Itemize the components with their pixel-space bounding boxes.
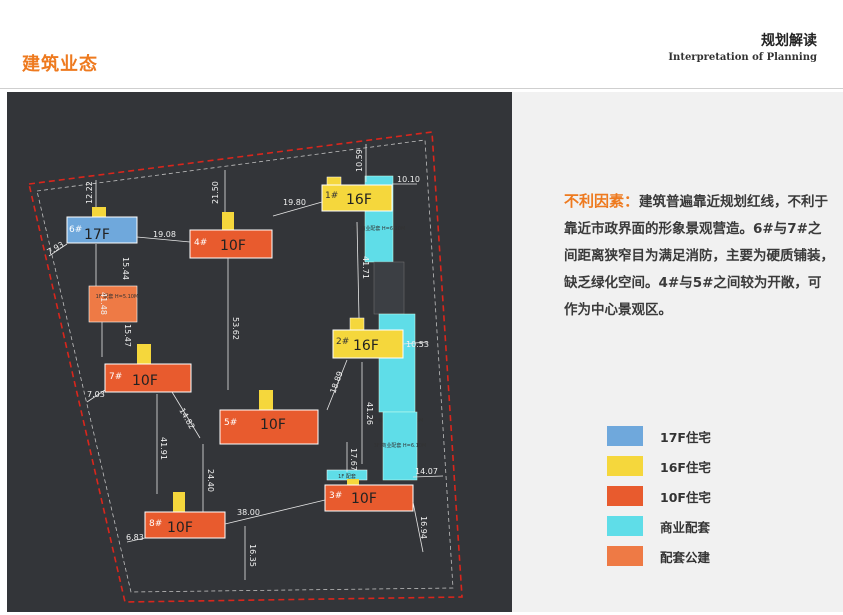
dim-label: 21.50 [211, 181, 220, 204]
legend-swatch-commercial [607, 516, 643, 536]
dim-label: 17.67 [349, 448, 358, 471]
building-8-floors: 10F [167, 520, 193, 536]
legend-swatch-16f [607, 456, 643, 476]
building-1: 1# 16F [321, 176, 393, 212]
legend-swatch-17f [607, 426, 643, 446]
dim-label: 19.80 [283, 198, 306, 207]
legend-label-17f: 17F住宅 [660, 429, 711, 445]
dim-label: 24.40 [206, 469, 215, 492]
building-4-id: 4# [194, 238, 207, 248]
covered-walkway [373, 261, 405, 315]
header-divider [0, 88, 843, 89]
dim-label: 53.62 [231, 317, 240, 340]
legend-label-public: 配套公建 [660, 549, 711, 565]
setback-line [36, 139, 454, 593]
commercial-low-label: 3F 商业配套 H=6.10M [374, 442, 427, 449]
legend-label-commercial: 商业配套 [660, 519, 711, 535]
site-plan-drawing: 3F 商业配套 H=6.10M 3F 商业配套 H=6.10M 3F 商业配套 … [28, 131, 463, 603]
dim-label: 10.59 [355, 149, 364, 172]
dim-label: 41.48 [99, 292, 108, 315]
page-header: 规划解读 Interpretation of Planning [668, 30, 817, 63]
legend-swatch-public [607, 546, 643, 566]
building-8: 8# 10F [144, 492, 226, 539]
dim-label: 41.91 [159, 437, 168, 460]
legend-item-16f: 16F住宅 [607, 456, 711, 476]
public-facility: 1F 配套 H=5.10M [88, 285, 139, 323]
building-4: 4# 10F [189, 212, 273, 259]
dim-label: 10.10 [397, 175, 420, 184]
dim-label: 18.89 [328, 370, 344, 395]
header-title-en: Interpretation of Planning [668, 52, 817, 63]
building-3: 1F 配套 3# 10F [324, 469, 414, 512]
legend-swatch-10f [607, 486, 643, 506]
building-2-floors: 16F [353, 338, 379, 354]
analysis-highlight: 不利因素： [564, 192, 640, 210]
building-6: 6# 17F [66, 207, 138, 244]
dim-label: 10.53 [406, 340, 429, 349]
dim-label: 14.07 [415, 467, 438, 476]
building-5: 5# 10F [219, 390, 319, 445]
dim-label: 12.22 [85, 181, 94, 204]
dim-label: 16.94 [419, 516, 428, 539]
dimension-lines [48, 144, 444, 580]
header-title-cn: 规划解读 [761, 33, 817, 49]
dim-label: 15.44 [121, 257, 130, 280]
small-facility-label: 1F 配套 [338, 473, 356, 480]
dim-label: 16.35 [248, 544, 257, 567]
building-6-floors: 17F [84, 227, 110, 243]
analysis-text: 不利因素：建筑普遍靠近规划红线，不利于靠近市政界面的形象景观营造。6#与7#之间… [564, 188, 834, 324]
legend: 17F住宅 16F住宅 10F住宅 商业配套 配套公建 [607, 426, 711, 576]
building-1-id: 1# [325, 191, 338, 201]
legend-item-10f: 10F住宅 [607, 486, 711, 506]
legend-item-commercial: 商业配套 [607, 516, 711, 536]
dim-label: 38.00 [237, 508, 260, 517]
building-5-floors: 10F [260, 417, 286, 433]
section-title: 建筑业态 [22, 54, 98, 75]
dim-label: 14.82 [177, 407, 196, 431]
legend-label-16f: 16F住宅 [660, 459, 711, 475]
planning-red-line [28, 131, 463, 603]
dim-label: 15.47 [123, 324, 132, 347]
building-1-floors: 16F [346, 192, 372, 208]
building-3-id: 3# [329, 491, 342, 501]
building-4-floors: 10F [220, 238, 246, 254]
building-7-id: 7# [109, 372, 122, 382]
public-facility-label: 1F 配套 H=5.10M [96, 293, 139, 300]
site-plan: 3F 商业配套 H=6.10M 3F 商业配套 H=6.10M 3F 商业配套 … [7, 92, 512, 612]
dimension-labels: 12.22 21.50 10.59 10.10 19.80 19.08 7.93… [46, 149, 438, 567]
dim-label: 6.83 [126, 533, 144, 542]
building-6-id: 6# [69, 225, 82, 235]
dim-label: 41.71 [361, 256, 370, 279]
dim-label: 41.26 [365, 402, 374, 425]
building-2-id: 2# [336, 337, 349, 347]
commercial-top-label: 3F 商业配套 H=6.10M [353, 225, 406, 232]
legend-item-17f: 17F住宅 [607, 426, 711, 446]
building-5-id: 5# [224, 418, 237, 428]
legend-label-10f: 10F住宅 [660, 489, 711, 505]
building-3-floors: 10F [351, 491, 377, 507]
legend-item-public: 配套公建 [607, 546, 711, 566]
info-panel: 不利因素：建筑普遍靠近规划红线，不利于靠近市政界面的形象景观营造。6#与7#之间… [512, 92, 843, 612]
building-7-floors: 10F [132, 373, 158, 389]
building-7: 7# 10F [104, 344, 192, 393]
dim-label: 19.08 [153, 230, 176, 239]
analysis-body: 建筑普遍靠近规划红线，不利于靠近市政界面的形象景观营造。6#与7#之间距离狭窄目… [564, 194, 834, 318]
dim-label: 7.03 [87, 390, 105, 399]
commercial-annex-low: 3F 商业配套 H=6.10M [374, 411, 427, 481]
building-8-id: 8# [149, 519, 162, 529]
dim-label: 7.93 [46, 240, 66, 257]
building-2: 2# 16F [332, 317, 404, 359]
